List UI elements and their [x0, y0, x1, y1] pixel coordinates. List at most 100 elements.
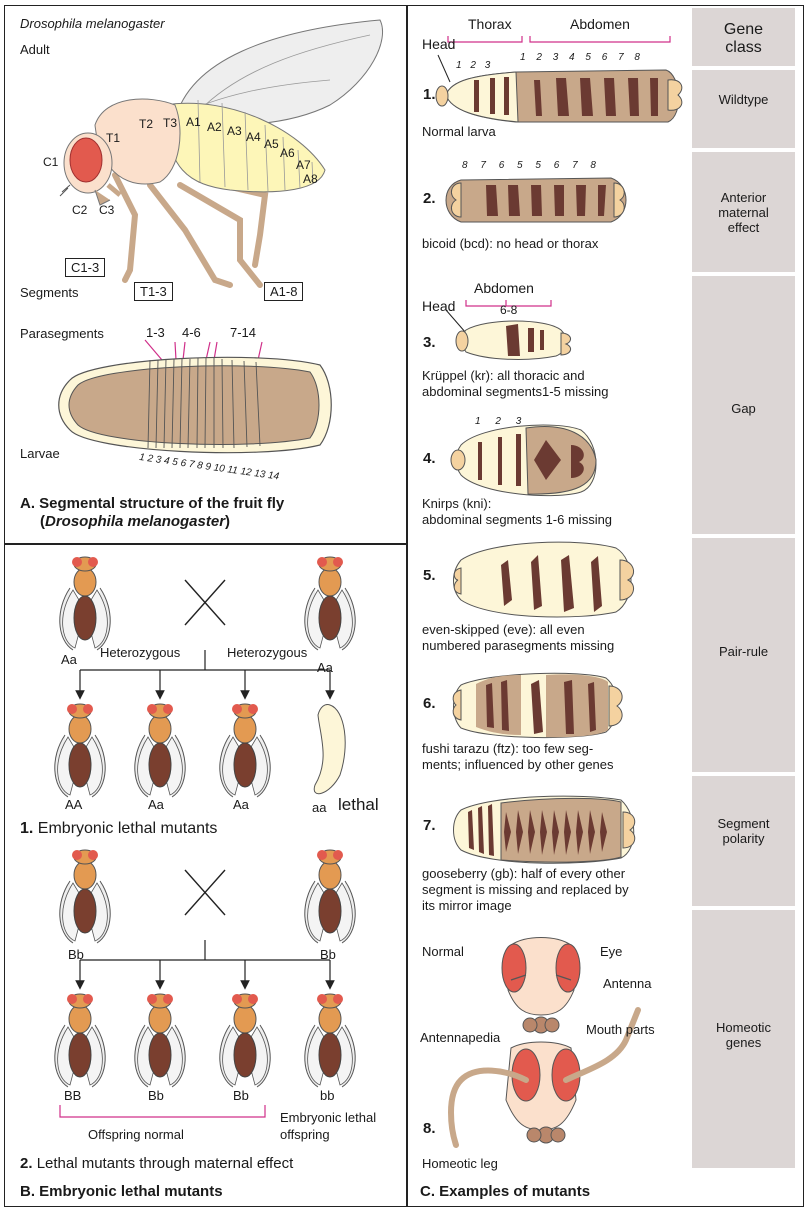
kruppel-head: Head	[422, 298, 455, 314]
bicoid-num: 6	[554, 160, 560, 171]
abdomen-num: 5	[585, 52, 591, 63]
bicoid-num: 7	[480, 160, 486, 171]
knirps-num: 2	[495, 416, 501, 427]
larva-number: 11	[227, 464, 239, 476]
gene-class-wildtype-label: Wildtype	[692, 92, 795, 107]
segment-box-t: T1-3	[134, 282, 173, 301]
larva-number: 3	[155, 454, 162, 466]
label-a8: A8	[303, 172, 318, 186]
anterior-line2: maternal	[692, 205, 795, 220]
thorax-num: 2	[470, 60, 476, 71]
homeotic-line1: Homeotic	[692, 1020, 795, 1035]
bicoid-numbers: 8 7 6 5 5 6 7 8	[462, 160, 596, 171]
segments-label: Segments	[20, 285, 79, 300]
offspring-aa-het-1: Aa	[148, 797, 164, 812]
cross1-caption-text: Embryonic lethal mutants	[38, 820, 218, 837]
larva-number: 1	[138, 452, 145, 464]
mutant-5-line2: numbered parasegments missing	[422, 638, 614, 653]
segment-box-a: A1-8	[264, 282, 303, 301]
gene-class-header: Gene class	[692, 8, 795, 66]
panel-c-letter: C.	[420, 1183, 435, 1200]
thorax-num: 1	[456, 60, 462, 71]
abdomen-num: 6	[602, 52, 608, 63]
parent-left-label: Aa	[61, 652, 77, 667]
gene-class-header-line1: Gene	[692, 21, 795, 39]
het-left-label: Heterozygous	[100, 645, 180, 660]
offspring-aa-het-2: Aa	[233, 797, 249, 812]
parent-right-label: Aa	[317, 660, 333, 675]
panel-a-title-text: Segmental structure of the fruit fly	[39, 495, 284, 512]
parent2-right-label: Bb	[320, 947, 336, 962]
mutant-3-line2: abdominal segments1-5 missing	[422, 384, 608, 399]
knirps-num: 1	[475, 416, 481, 427]
offspring-normal-label: Offspring normal	[88, 1127, 184, 1142]
larvae-label: Larvae	[20, 446, 60, 461]
label-a1: A1	[186, 115, 201, 129]
mutant-6-line1: fushi tarazu (ftz): too few seg-	[422, 741, 593, 756]
offspring-bb-het-1: Bb	[148, 1088, 164, 1103]
gene-class-pair-rule-label: Pair-rule	[692, 644, 795, 659]
segment-box-c: C1-3	[65, 258, 105, 277]
cross2-caption: 2. Lethal mutants through maternal effec…	[20, 1155, 293, 1172]
homeotic-mouth: Mouth parts	[586, 1022, 655, 1037]
larva-number: 6	[180, 458, 187, 470]
mutant-6-number: 6.	[423, 695, 436, 713]
label-a5: A5	[264, 137, 279, 151]
cross1-caption: 1. Embryonic lethal mutants	[20, 820, 217, 838]
abdomen-num: 2	[536, 52, 542, 63]
bicoid-num: 7	[572, 160, 578, 171]
larva-number: 13	[253, 468, 266, 480]
abdomen-numbers: 1 2 3 4 5 6 7 8	[520, 52, 640, 63]
larva-number: 5	[172, 457, 179, 469]
label-t3: T3	[163, 116, 177, 130]
label-a7: A7	[296, 158, 311, 172]
offspring-bb-rec: bb	[320, 1088, 334, 1103]
bicoid-num: 6	[499, 160, 505, 171]
embryonic-lethal-line2: offspring	[280, 1127, 330, 1142]
mutant-4-line1: Knirps (kni):	[422, 496, 491, 511]
offspring-bb-dom: BB	[64, 1088, 81, 1103]
header-thorax: Thorax	[468, 16, 512, 32]
label-c3: C3	[99, 203, 114, 217]
header-abdomen: Abdomen	[570, 16, 630, 32]
mutant-1-caption: Normal larva	[422, 124, 496, 139]
larva-number: 2	[147, 453, 154, 465]
mutant-4-line2: abdominal segments 1-6 missing	[422, 512, 612, 527]
segment-polarity-line2: polarity	[692, 831, 795, 846]
larva-illustration	[0, 330, 406, 470]
gene-class-gap-label: Gap	[692, 401, 795, 416]
label-a4: A4	[246, 130, 261, 144]
knirps-numbers: 1 2 3	[475, 416, 521, 427]
bicoid-num: 5	[517, 160, 523, 171]
mutant-7-number: 7.	[423, 817, 436, 835]
anterior-line3: effect	[692, 220, 795, 235]
cross2-caption-text: Lethal mutants through maternal effect	[37, 1155, 294, 1172]
panel-c-title: C. Examples of mutants	[420, 1183, 590, 1201]
label-a3: A3	[227, 124, 242, 138]
mutant-1-number: 1.	[423, 86, 436, 104]
larva-number: 14	[267, 470, 280, 482]
larva-number: 9	[205, 461, 212, 473]
abdomen-num: 8	[634, 52, 640, 63]
larva-number: 4	[163, 455, 170, 467]
panel-b-letter: B.	[20, 1183, 35, 1200]
gene-class-gap: Gap	[692, 276, 795, 534]
larva-number: 12	[240, 466, 253, 478]
label-t2: T2	[139, 117, 153, 131]
mutant-illustrations	[406, 0, 696, 1190]
thorax-numbers: 1 2 3	[456, 60, 490, 71]
abdomen-num: 4	[569, 52, 575, 63]
label-a2: A2	[207, 120, 222, 134]
homeotic-eye: Eye	[600, 944, 622, 959]
larva-number: 8	[196, 460, 203, 472]
mutant-7-line2: segment is missing and replaced by	[422, 882, 629, 897]
cross2-number: 2.	[20, 1155, 33, 1172]
offspring-bb-het-2: Bb	[233, 1088, 249, 1103]
panel-a-title: A. Segmental structure of the fruit fly	[20, 495, 284, 513]
panel-a-title-species: Drosophila melanogaster	[45, 513, 225, 530]
parent2-left-label: Bb	[68, 947, 84, 962]
homeotic-normal: Normal	[422, 944, 464, 959]
mutant-7-line1: gooseberry (gb): half of every other	[422, 866, 625, 881]
anterior-line1: Anterior	[692, 190, 795, 205]
gene-class-wildtype: Wildtype	[692, 70, 795, 148]
